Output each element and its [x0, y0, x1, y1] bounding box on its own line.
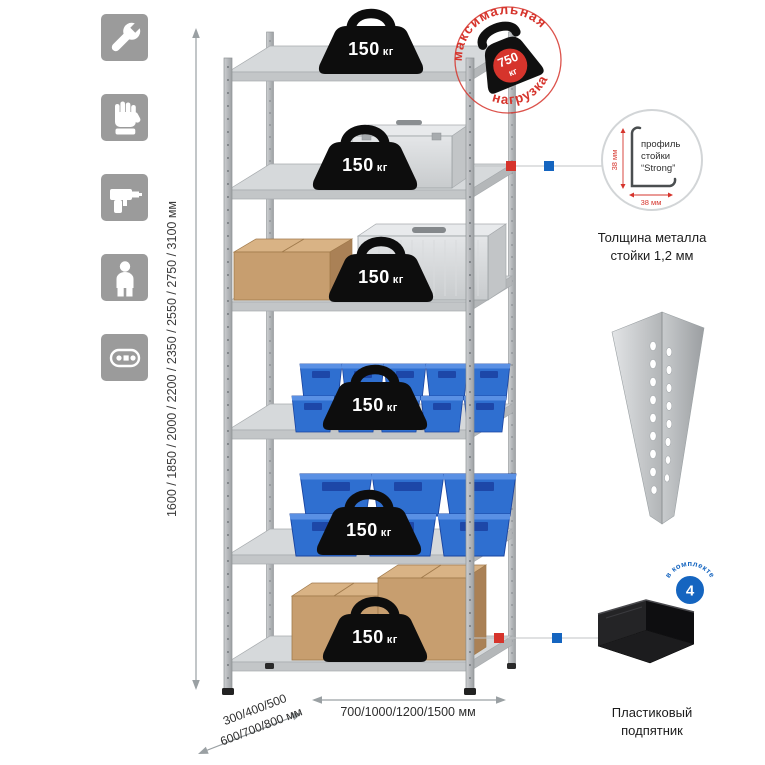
feature-tile [101, 94, 148, 141]
profile-caption-line1: Толщина металла [597, 230, 707, 245]
rack-post-back-right [508, 31, 516, 669]
shelf-load-value: 150 [342, 155, 374, 175]
weight-icon [316, 489, 422, 555]
perforated-strip-icon [109, 348, 140, 367]
shelf-load-value: 150 [352, 395, 384, 415]
feature-tile [101, 14, 148, 61]
profile-label-2: стойки [641, 151, 670, 162]
shelf-load-value: 150 [358, 267, 390, 287]
height-dimension-arrow [192, 28, 200, 690]
profile-label-3: “Strong” [641, 163, 675, 174]
weight-icon [312, 124, 418, 190]
post-perforations [649, 341, 673, 495]
corner-post-image [611, 311, 705, 525]
weight-icon [318, 8, 424, 74]
rack-foot [222, 688, 234, 695]
width-dimension-arrow [312, 696, 506, 704]
rack-post-front-left [223, 57, 233, 693]
stamp-unit: кг [507, 66, 519, 78]
width-dimension-label: 700/1000/1200/1500 мм [340, 705, 476, 719]
shelf-load-unit: кг [382, 46, 394, 58]
rack-post-back-left [266, 31, 274, 669]
shelf-load-value: 150 [346, 520, 378, 540]
rack-foot [464, 688, 476, 695]
rack-foot [507, 663, 516, 669]
callout-line-profile [474, 161, 602, 171]
profile-label-1: профиль [641, 139, 680, 150]
profile-angle-drawing [630, 126, 677, 188]
foot-caption-line2: подпятник [621, 722, 683, 738]
profile-caption: Толщина металла стойки 1,2 мм [567, 229, 737, 264]
stamp-weight-handle [477, 21, 521, 50]
feature-tile [101, 174, 148, 221]
feature-tile [101, 254, 148, 301]
blue-marker [544, 161, 554, 171]
drill-icon [109, 188, 142, 213]
blue-marker [552, 633, 562, 643]
foot-caption-line1: Пластиковый [611, 705, 693, 720]
shelf-load-unit: кг [380, 527, 392, 539]
feature-tile [101, 334, 148, 381]
kit-badge-value: 4 [686, 583, 695, 600]
rack-post-front-right [465, 57, 475, 693]
person-icon [116, 260, 133, 296]
red-marker [506, 161, 516, 171]
shelf-load-value: 150 [352, 627, 384, 647]
rack-foot [265, 663, 274, 669]
weight-icon [328, 236, 434, 302]
shelf-load-value: 150 [348, 39, 380, 59]
profile-dim-horizontal: 38 мм [641, 198, 662, 207]
foot-caption: Пластиковый подпятник [567, 704, 737, 739]
callout-line-foot [474, 633, 598, 643]
shelf-load-unit: кг [386, 402, 398, 414]
glove-icon [114, 101, 140, 134]
profile-dim-vertical: 38 мм [610, 150, 619, 171]
depth-dimension-arrow [198, 713, 302, 754]
profile-detail-circle: 38 мм 38 мм профиль стойки “Strong” [601, 109, 703, 211]
red-marker [494, 633, 504, 643]
weight-icon [322, 364, 428, 430]
weight-icon [322, 596, 428, 662]
kit-badge: в комплекте 4 [663, 559, 716, 606]
plastic-foot-image [597, 599, 695, 664]
profile-caption-line2: стойки 1,2 мм [610, 247, 694, 263]
wrench-icon [111, 20, 142, 51]
shelf-load-unit: кг [392, 274, 404, 286]
stamp-value-circle [493, 48, 528, 83]
shelf-load-unit: кг [376, 162, 388, 174]
height-dimension-label: 1600 / 1850 / 2000 / 2200 / 2350 / 2550 … [165, 200, 179, 518]
shelf-load-unit: кг [386, 634, 398, 646]
